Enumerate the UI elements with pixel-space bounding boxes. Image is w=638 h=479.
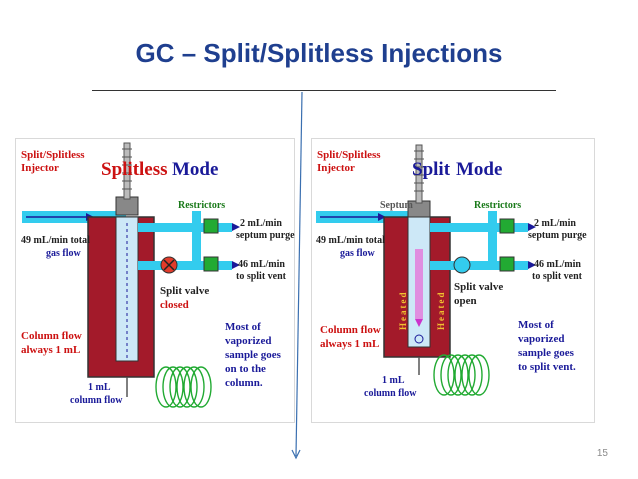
splitless-purge-flow-2: septum purge [236, 230, 295, 241]
splitless-mode-diagram [15, 138, 295, 423]
split-vent-restrictor [499, 256, 515, 272]
splitless-injector-label-1: Split/Splitless [21, 149, 85, 161]
split-vent-line [138, 261, 232, 270]
splitless-note-2: vaporized [225, 335, 271, 347]
split-total-flow-2: gas flow [340, 248, 376, 259]
splitless-valve-label-2: closed [160, 299, 189, 311]
split-vent-flow-2: to split vent [532, 271, 583, 282]
split-note-3: sample goes [518, 347, 575, 359]
splitless-valve-label-1: Split valve [160, 285, 209, 297]
split-valve-label-2: open [454, 295, 477, 307]
split-column-flow-1: Column flow [320, 324, 381, 336]
splitless-vent-flow-1: 46 mL/min [238, 259, 285, 270]
splitless-total-flow-1: 49 mL/min total [21, 235, 90, 246]
vent-restrictor [203, 256, 219, 272]
splitless-purge-flow-1: 2 mL/min [240, 218, 282, 229]
heated-label-right: Heated [436, 291, 446, 331]
splitless-note-3: sample goes [225, 349, 282, 361]
slide-title: GC – Split/Splitless Injections [135, 38, 503, 68]
septum-label: Septum [380, 200, 413, 211]
split-mode-diagram [311, 138, 595, 423]
splitless-coil-label-1: 1 mL [88, 382, 111, 393]
purge-restrictor [203, 218, 219, 234]
split-mode-word: Split [412, 159, 451, 180]
split-purge-flow-2: septum purge [528, 230, 587, 241]
split-note-2: vaporized [518, 333, 564, 345]
split-valve-label-1: Split valve [454, 281, 503, 293]
split-vent-flow-1: 46 mL/min [534, 259, 581, 270]
splitless-column-flow-2: always 1 mL [21, 344, 80, 356]
split-diagram-svg [316, 144, 536, 396]
splitless-restrictors-label: Restrictors [178, 200, 225, 211]
splitless-note-5: column. [225, 377, 263, 389]
split-vent-flow-line [430, 261, 528, 270]
split-coil-label-2: column flow [364, 388, 417, 399]
split-coil-label-1: 1 mL [382, 375, 405, 386]
split-injector-label-1: Split/Splitless [317, 149, 381, 161]
vapor-plug [415, 249, 423, 319]
splitless-diagram-svg [22, 142, 240, 408]
heated-label-left: Heated [398, 291, 408, 331]
septum-purge-line [138, 223, 198, 232]
syringe-needle [123, 142, 131, 200]
split-injector-label-2: Injector [317, 162, 355, 174]
split-column-coil-icon [433, 354, 490, 396]
splitless-vent-flow-2: to split vent [236, 271, 287, 282]
split-mode-title: Mode [456, 159, 502, 180]
split-total-flow-1: 49 mL/min total [316, 235, 385, 246]
column-coil-icon [155, 366, 212, 408]
splitless-note-1: Most of [225, 321, 261, 333]
split-purge-restrictor [499, 218, 515, 234]
split-note-4: to split vent. [518, 361, 576, 373]
split-note-1: Most of [518, 319, 554, 331]
split-purge-line [430, 223, 494, 232]
split-purge-flow-1: 2 mL/min [534, 218, 576, 229]
split-restrictors-label: Restrictors [474, 200, 521, 211]
split-column-flow-2: always 1 mL [320, 338, 379, 350]
page-number: 15 [596, 448, 608, 459]
split-syringe-needle [415, 144, 423, 204]
title-divider [92, 90, 556, 91]
split-valve-open-icon [453, 256, 471, 274]
splitless-column-flow-1: Column flow [21, 330, 82, 342]
splitless-note-4: on to the [225, 363, 266, 375]
splitless-coil-label-2: column flow [70, 395, 123, 406]
splitless-mode-title: Mode [172, 159, 218, 180]
splitless-injector-label-2: Injector [21, 162, 59, 174]
splitless-mode-word: Splitless [101, 159, 168, 180]
splitless-total-flow-2: gas flow [46, 248, 82, 259]
